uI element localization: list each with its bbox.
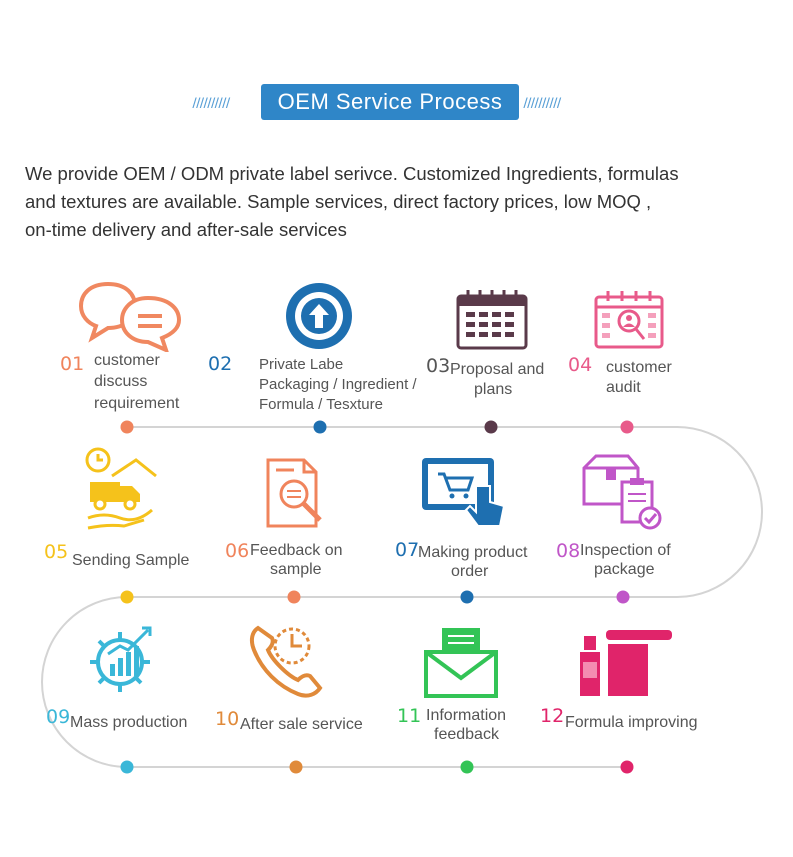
step-label: customer [606,359,672,376]
step-label: sample [270,561,322,578]
bottles-icon [580,630,672,696]
intro-line: and textures are available. Sample servi… [25,191,652,212]
step-number: 09 [46,706,71,728]
phone-clock-icon [249,625,323,698]
step-dot-03 [484,420,498,434]
step-label: requirement [94,395,180,412]
step-label: package [594,561,655,578]
step-label: After sale service [240,716,363,733]
step-label: plans [474,381,513,398]
document-search-icon [266,458,322,528]
step-label: Sending Sample [72,552,190,569]
step-label: Private Labe [259,356,344,373]
step-label: customer [94,352,160,369]
step-number: 04 [568,354,593,376]
step-label: Packaging / Ingredient / [259,376,417,393]
step-number: 02 [208,353,233,375]
step-label: audit [606,379,641,396]
step-label: Formula / Tesxture [259,396,383,413]
step-label: Feedback on [250,542,343,559]
step-label: feedback [434,726,499,743]
calendar-icon [456,290,528,350]
step-number: 05 [44,541,69,563]
step-dot-07 [460,590,474,604]
step-dot-11 [460,760,474,774]
step-label: discuss [94,373,148,390]
step-dot-01 [120,420,134,434]
step-dot-05 [120,590,134,604]
step-label: Formula improving [565,714,698,731]
step-label: Making product [418,544,528,561]
delivery-truck-icon [85,447,157,530]
step-dot-04 [620,420,634,434]
step-number: 10 [215,708,240,730]
step-dot-06 [287,590,301,604]
chat-bubbles-icon [78,281,182,352]
intro-line: on-time delivery and after-sale services [25,219,347,240]
tablet-cart-icon [422,458,506,527]
step-number: 11 [397,705,422,727]
page-title: OEM Service Process [261,84,519,120]
intro-line: We provide OEM / ODM private label seriv… [25,163,679,184]
step-number: 12 [540,705,565,727]
step-dot-08 [616,590,630,604]
hatch-decoration-right: ////////// [523,96,561,108]
step-dot-12 [620,760,634,774]
intro-paragraph: We provide OEM / ODM private label seriv… [25,160,770,244]
step-number: 08 [556,540,581,562]
hatch-decoration-left: ////////// [192,96,230,108]
flow-line [41,426,763,768]
step-number: 07 [395,539,420,561]
upload-arrow-icon [286,283,352,349]
envelope-icon [424,628,498,698]
step-label: Information [426,707,507,724]
step-label: order [451,563,489,580]
step-label: Proposal and [450,361,545,378]
step-dot-10 [289,760,303,774]
step-number: 06 [225,540,250,562]
step-number: 03 [426,355,451,377]
step-dot-02 [313,420,327,434]
step-label: Inspection of [580,542,671,559]
section-header: ////////// OEM Service Process /////////… [0,84,793,120]
step-label: Mass production [70,714,188,731]
calendar-user-icon [594,291,664,349]
step-dot-09 [120,760,134,774]
gear-chart-icon [90,626,152,692]
step-number: 01 [60,353,85,375]
package-checklist-icon [582,454,662,530]
